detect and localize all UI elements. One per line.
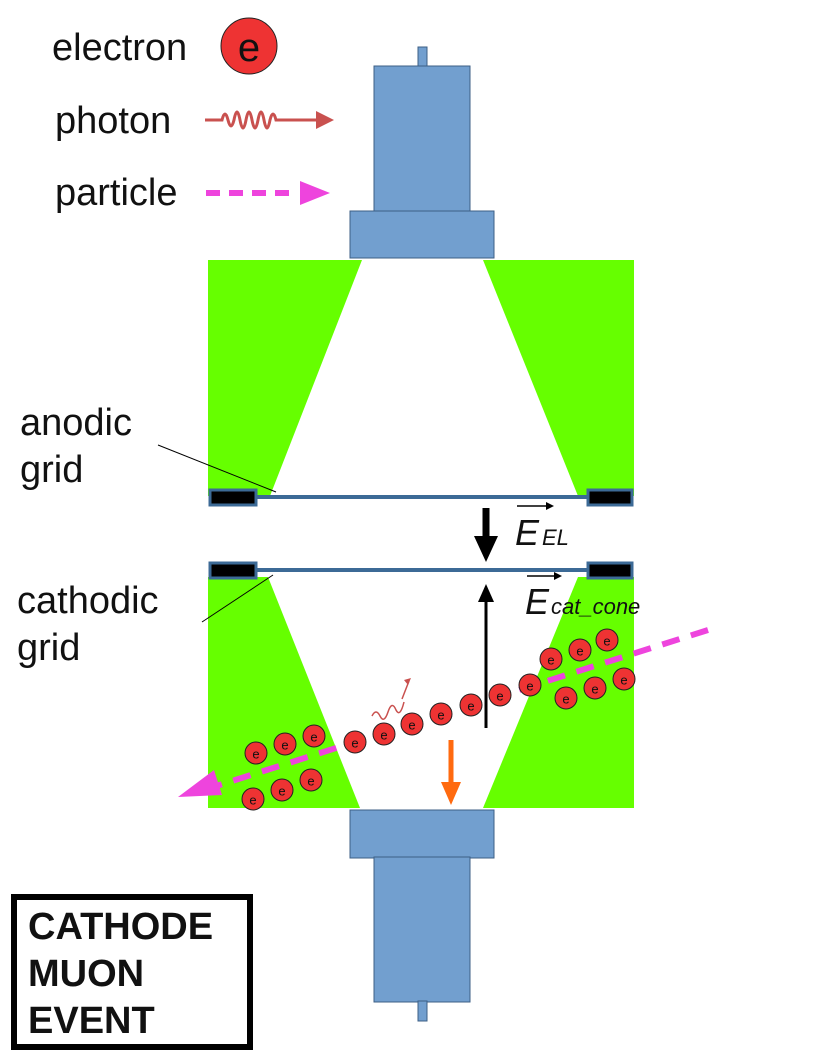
drift-arrow: [441, 740, 461, 805]
legend-electron-symbol: e: [238, 26, 260, 70]
top-pmt: [349, 46, 495, 259]
electron-symbol-10: e: [437, 708, 444, 723]
electron-symbol-19: e: [620, 673, 627, 688]
electron-symbol-2: e: [281, 738, 288, 753]
electron-10: [429, 702, 453, 726]
legend-photon-label: photon: [55, 100, 171, 142]
electron-15: [568, 638, 592, 662]
anodic-grid: [208, 488, 634, 507]
el-field-arrow: [474, 508, 498, 562]
cathodic-grid-leader: [201, 574, 274, 623]
track-photon-icon: [371, 678, 411, 720]
electron-14: [539, 647, 563, 671]
legend-electron-icon: e: [220, 17, 278, 75]
electron-symbol-14: e: [547, 653, 554, 668]
electron-9: [400, 712, 424, 736]
legend-particle-icon: [206, 181, 330, 205]
legend-electron-label: electron: [52, 27, 187, 69]
cathodic-grid-label: cathodic grid: [17, 580, 159, 669]
cathode-field-label: E cat_cone: [525, 572, 640, 622]
electron-3: [302, 724, 326, 748]
event-line-3: EVENT: [28, 1000, 155, 1042]
electron-12: [488, 683, 512, 707]
electron-symbol-8: e: [380, 728, 387, 743]
muon-track: [178, 627, 709, 797]
anodic-grid-label-line2: grid: [20, 449, 83, 491]
electron-17: [554, 686, 578, 710]
anode-cone-shield: [208, 260, 634, 496]
electron-1: [244, 741, 268, 765]
electron-7: [343, 730, 367, 754]
electron-symbol-3: e: [310, 730, 317, 745]
electron-5: [270, 778, 294, 802]
electron-11: [459, 693, 483, 717]
electron-symbol-15: e: [576, 644, 583, 659]
electron-16: [595, 628, 619, 652]
electron-symbol-18: e: [591, 682, 598, 697]
legend: electron e photon particle: [52, 17, 334, 214]
electron-symbol-1: e: [252, 747, 259, 762]
electron-8: [372, 722, 396, 746]
electron-18: [583, 676, 607, 700]
electron-19: [612, 667, 636, 691]
electron-symbol-5: e: [278, 784, 285, 799]
el-field-subscript: EL: [542, 525, 569, 550]
anodic-grid-label: anodic grid: [20, 402, 132, 491]
electron-6: [299, 768, 323, 792]
el-field-label: E EL: [515, 502, 569, 553]
event-line-1: CATHODE: [28, 906, 213, 948]
electron-symbol-16: e: [603, 634, 610, 649]
cathodic-grid: [208, 561, 634, 580]
electron-4: [241, 787, 265, 811]
electron-symbol-9: e: [408, 718, 415, 733]
bottom-pmt: [349, 809, 495, 1022]
electron-symbol-17: e: [562, 692, 569, 707]
cathodic-grid-label-line1: cathodic: [17, 580, 159, 622]
electron-symbol-12: e: [496, 689, 503, 704]
anodic-grid-label-line1: anodic: [20, 402, 132, 444]
cat-field-subscript: cat_cone: [551, 594, 640, 619]
legend-particle-label: particle: [55, 172, 178, 214]
cat-field-main: E: [525, 581, 550, 622]
electron-symbol-4: e: [249, 793, 256, 808]
electron-symbol-6: e: [307, 774, 314, 789]
electron-symbol-7: e: [351, 736, 358, 751]
electron-symbol-13: e: [526, 679, 533, 694]
cathode-field-arrow: [478, 584, 494, 728]
event-line-2: MUON: [28, 953, 144, 995]
el-field-main: E: [515, 512, 540, 553]
event-type-box: CATHODE MUON EVENT: [11, 894, 253, 1050]
electron-13: [518, 673, 542, 697]
electron-2: [273, 732, 297, 756]
cathodic-grid-label-line2: grid: [17, 627, 80, 669]
electron-symbol-11: e: [467, 699, 474, 714]
anodic-grid-leader: [157, 444, 277, 493]
legend-photon-icon: [205, 110, 334, 130]
